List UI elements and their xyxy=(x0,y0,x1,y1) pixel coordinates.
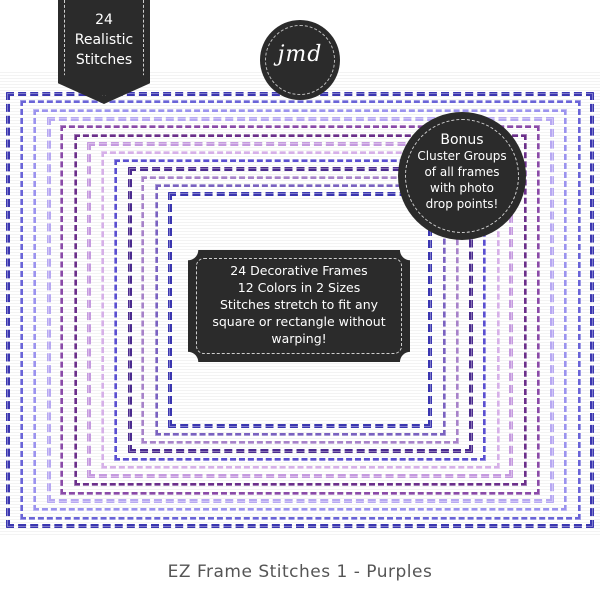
ribbon-stitch-border xyxy=(64,0,144,96)
bonus-line-2: Cluster Groups xyxy=(417,149,507,163)
description-plaque xyxy=(188,250,410,362)
ribbon-line-1: 24 xyxy=(95,12,113,28)
ribbon-text: 24 Realistic Stitches xyxy=(58,10,150,70)
plaque-line-3: Stitches stretch to fit any xyxy=(219,297,379,312)
logo-stitch-ring xyxy=(265,25,335,95)
bonus-line-4: with photo xyxy=(430,181,494,195)
product-caption: EZ Frame Stitches 1 - Purples xyxy=(167,562,433,582)
bonus-line-3: of all frames xyxy=(424,165,500,179)
stitch-frame xyxy=(168,192,432,428)
bonus-line-1: Bonus xyxy=(440,132,484,148)
stitch-frame xyxy=(33,108,567,512)
stitch-frame xyxy=(73,133,527,487)
bottom-white-band xyxy=(0,535,600,600)
stitch-frame xyxy=(19,100,581,520)
stitch-frame xyxy=(46,117,554,503)
plaque-stitch-border xyxy=(196,258,402,354)
ribbon-badge xyxy=(58,0,150,104)
plaque-text: 24 Decorative Frames 12 Colors in 2 Size… xyxy=(188,262,410,347)
stitch-frame xyxy=(114,158,486,462)
stitch-frame xyxy=(87,142,513,478)
bonus-text: Bonus Cluster Groups of all frames with … xyxy=(398,132,526,212)
stitch-frame xyxy=(141,175,459,445)
logo-text: jmd xyxy=(277,42,323,67)
stitch-frame xyxy=(154,184,446,436)
plaque-line-5: warping! xyxy=(271,331,327,346)
plaque-line-1: 24 Decorative Frames xyxy=(230,263,368,278)
stitch-frame xyxy=(100,150,500,470)
bonus-line-5: drop points! xyxy=(425,197,499,211)
stitch-frame xyxy=(60,125,540,495)
ribbon-line-2: Realistic xyxy=(74,32,134,48)
plaque-line-2: 12 Colors in 2 Sizes xyxy=(237,280,361,295)
bonus-stitch-ring xyxy=(405,119,519,233)
stitch-frame xyxy=(127,167,473,453)
ribbon-line-3: Stitches xyxy=(75,52,133,68)
plaque-line-4: square or rectangle without xyxy=(212,314,386,329)
